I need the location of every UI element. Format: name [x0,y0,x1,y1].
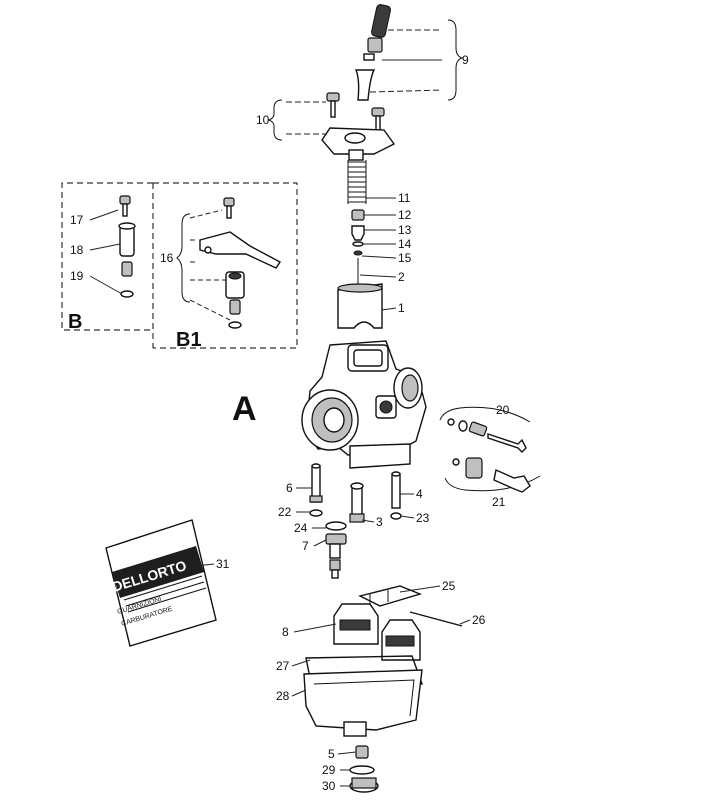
washer-23 [390,512,402,520]
group-label-b: B [68,311,82,333]
float-bowl-28 [303,669,423,737]
mixture-screw-assembly [447,418,527,453]
callout-24: 24 [294,521,308,535]
callout-4: 4 [416,487,423,501]
callout-23: 23 [416,511,430,525]
callout-30: 30 [322,779,336,793]
float-8 [333,603,421,661]
callout-1: 1 [398,301,405,315]
bracket-16 [176,213,191,303]
bracket-20 [439,406,531,423]
callout-27: 27 [276,659,290,673]
callout-22: 22 [278,505,292,519]
callout-8: 8 [282,625,289,639]
throttle-slide [337,283,383,329]
bracket-10 [267,99,283,141]
float-pin-26 [409,611,463,627]
group-label-b1: B1 [176,329,202,351]
drain-plug-5 [355,745,369,759]
callout-10: 10 [256,113,270,127]
callout-12: 12 [398,208,412,222]
callout-18: 18 [70,243,84,257]
leader-lines [89,29,471,787]
callout-21: 21 [492,495,506,509]
pilot-jet-4 [391,471,401,509]
needle-retainer-parts [351,209,365,285]
callout-20: 20 [496,403,510,417]
callout-16: 16 [160,251,174,265]
idle-screw-assembly [452,457,531,493]
top-cover-assembly [321,92,396,161]
inset-b1-parts [199,197,282,329]
gasket-kit-packet [105,519,217,647]
callout-2: 2 [398,270,405,284]
callout-13: 13 [398,223,412,237]
callout-14: 14 [398,237,412,251]
callout-11: 11 [398,191,411,205]
callout-19: 19 [70,269,84,283]
callout-15: 15 [398,251,412,265]
float-hinge-25 [357,585,423,607]
callout-9: 9 [462,53,469,67]
callout-17: 17 [70,213,84,227]
group-label-a: A [232,390,257,428]
atomizer-7 [325,521,347,579]
callout-25: 25 [442,579,456,593]
starter-jet-6 [309,463,323,503]
cable-adjuster-assembly [354,4,391,101]
washer-22 [309,509,323,517]
carburetor-body [301,340,427,469]
callout-28: 28 [276,689,290,703]
inset-box-b1 [153,182,298,349]
washer-29 [349,765,375,775]
inset-box-b [61,182,154,348]
callout-3: 3 [376,515,383,529]
bowl-nut-30 [349,777,379,793]
callout-6: 6 [286,481,293,495]
needle-jet-3 [349,482,365,523]
inset-b-parts [118,195,136,298]
bracket-9 [447,19,464,101]
callout-26: 26 [472,613,486,627]
callout-7: 7 [302,539,309,553]
callout-29: 29 [322,763,336,777]
callout-5: 5 [328,747,335,761]
callout-31: 31 [216,557,230,571]
slide-spring [347,160,367,204]
